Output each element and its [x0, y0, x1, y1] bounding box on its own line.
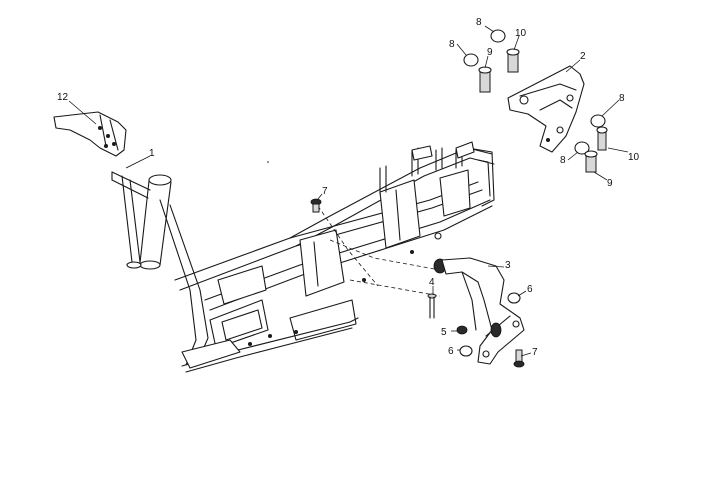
callout-7-lower: 7: [532, 347, 538, 358]
callout-1: 1: [149, 148, 155, 159]
callout-6-lower: 6: [448, 346, 454, 357]
callout-8-top: 8: [476, 17, 482, 28]
callout-9-top: 9: [487, 47, 493, 58]
part-1-main-frame: [111, 141, 495, 373]
mounts-right: [574, 114, 608, 173]
callout-9-lower: 9: [607, 178, 613, 189]
callout-10-top: 10: [515, 28, 527, 39]
part-12-bracket: [53, 111, 127, 157]
callout-2: 2: [580, 51, 586, 62]
callout-3: 3: [505, 260, 511, 271]
part-2-bracket: [507, 65, 585, 153]
callout-8-lower: 8: [560, 155, 566, 166]
callout-8-mid: 8: [449, 39, 455, 50]
leaders: [68, 25, 629, 357]
callout-5: 5: [441, 327, 447, 338]
part-6-bushing: [459, 292, 521, 357]
part-7-bolt-lower: [513, 349, 525, 368]
part-4-long-bolt: [427, 293, 437, 319]
part-3-engine-hanger: [433, 257, 525, 365]
part-7-bolt-upper: [310, 198, 322, 213]
callout-10-lower: 10: [628, 152, 640, 163]
callout-8-right: 8: [619, 93, 625, 104]
callout-6-upper: 6: [527, 284, 533, 295]
callout-12: 12: [57, 92, 69, 103]
part-5-nut: [456, 325, 468, 335]
mounts-top: [463, 29, 520, 93]
callout-4: 4: [429, 277, 435, 288]
alignment-lines: [317, 205, 441, 297]
callout-7-upper: 7: [322, 186, 328, 197]
callout-labels: 12 1 2 3 4 5 6 6 7 7 8 8 8 8 9 9 10 10: [57, 17, 640, 358]
